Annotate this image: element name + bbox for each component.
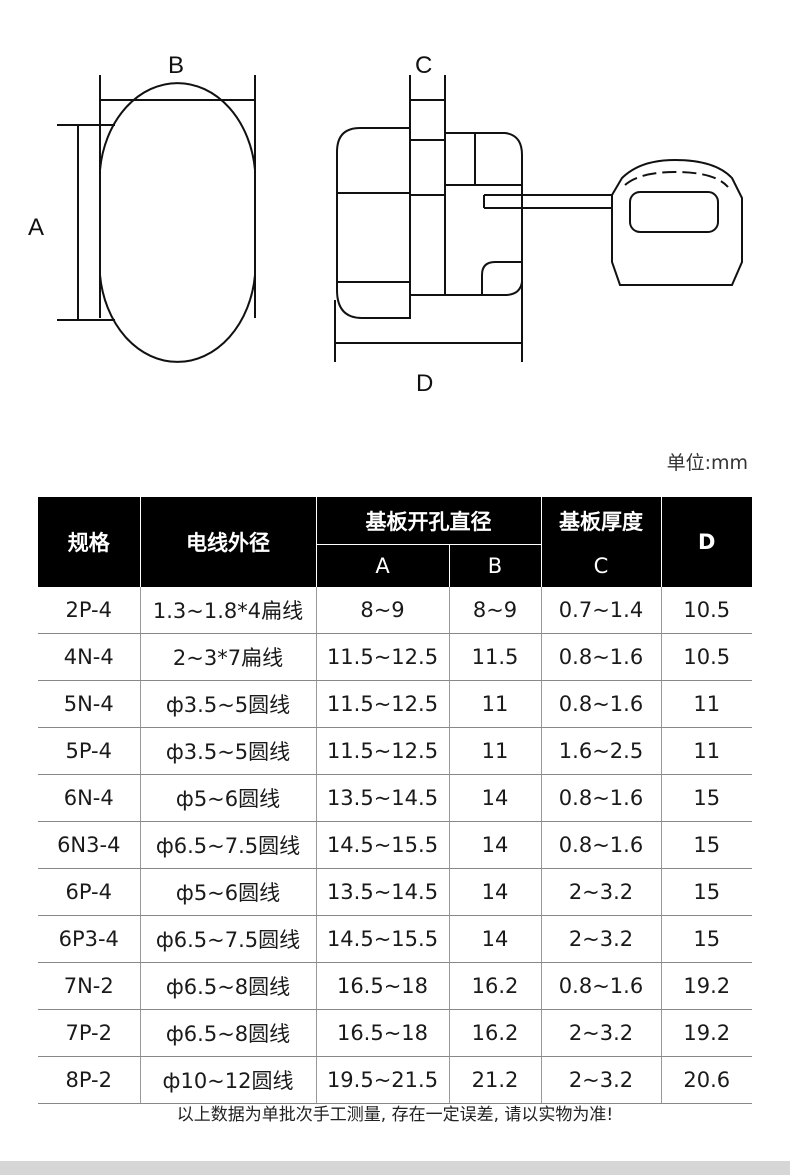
- header-thickness: 基板厚度: [540, 497, 661, 545]
- dimension-label-c: C: [415, 52, 433, 79]
- header-d: D: [660, 497, 752, 587]
- dimension-drawing: [57, 75, 743, 363]
- header-spec: 规格: [38, 497, 140, 587]
- table-cell: ф6.5~8圆线: [139, 962, 316, 1010]
- header-c: C: [540, 544, 661, 587]
- table-cell: 11.5: [448, 633, 541, 681]
- table-cell: 20.6: [660, 1056, 752, 1104]
- table-cell: 6N3-4: [38, 821, 140, 869]
- table-cell: 0.7~1.4: [540, 587, 661, 634]
- table-cell: ф6.5~7.5圆线: [139, 915, 316, 963]
- table-cell: 0.8~1.6: [540, 774, 661, 822]
- header-b: B: [448, 544, 541, 587]
- table-cell: ф5~6圆线: [139, 774, 316, 822]
- disclaimer-note: 以上数据为单批次手工测量, 存在一定误差, 请以实物为准!: [176, 1105, 614, 1125]
- header-hole-diameter: 基板开孔直径: [315, 497, 541, 545]
- table-cell: 11: [448, 680, 541, 728]
- table-cell: 19.2: [660, 1009, 752, 1057]
- table-cell: 5P-4: [38, 727, 140, 775]
- table-cell: 8P-2: [38, 1056, 140, 1104]
- table-cell: 2~3.2: [540, 915, 661, 963]
- table-cell: 0.8~1.6: [540, 633, 661, 681]
- table-cell: 4N-4: [38, 633, 140, 681]
- side-view: [334, 75, 743, 362]
- header-wire-od: 电线外径: [139, 497, 316, 587]
- table-cell: 11: [448, 727, 541, 775]
- table-cell: 10.5: [660, 633, 752, 681]
- table-cell: 7P-2: [38, 1009, 140, 1057]
- table-cell: 19.5~21.5: [315, 1056, 449, 1104]
- table-cell: 14: [448, 868, 541, 916]
- table-cell: 13.5~14.5: [315, 868, 449, 916]
- table-cell: 14: [448, 774, 541, 822]
- table-cell: ф6.5~7.5圆线: [139, 821, 316, 869]
- table-cell: 6P-4: [38, 868, 140, 916]
- table-cell: ф6.5~8圆线: [139, 1009, 316, 1057]
- table-cell: 15: [660, 821, 752, 869]
- table-cell: 14: [448, 915, 541, 963]
- unit-label: 单位:mm: [666, 452, 748, 474]
- table-cell: 16.2: [448, 962, 541, 1010]
- table-cell: 8~9: [448, 587, 541, 634]
- table-cell: 5N-4: [38, 680, 140, 728]
- table-cell: 2~3*7扁线: [139, 633, 316, 681]
- table-cell: 14.5~15.5: [315, 915, 449, 963]
- dimension-label-d: D: [416, 370, 434, 397]
- header-a: A: [315, 544, 449, 587]
- table-cell: 11.5~12.5: [315, 680, 449, 728]
- table-cell: ф3.5~5圆线: [139, 727, 316, 775]
- table-cell: 14.5~15.5: [315, 821, 449, 869]
- bottom-bar: [0, 1161, 790, 1175]
- table-cell: 8~9: [315, 587, 449, 634]
- table-cell: 16.2: [448, 1009, 541, 1057]
- table-cell: 2~3.2: [540, 1009, 661, 1057]
- table-cell: 1.3~1.8*4扁线: [139, 587, 316, 634]
- table-cell: 11.5~12.5: [315, 727, 449, 775]
- table-cell: 6P3-4: [38, 915, 140, 963]
- dimension-label-b: B: [168, 52, 185, 79]
- table-cell: 11.5~12.5: [315, 633, 449, 681]
- table-cell: 14: [448, 821, 541, 869]
- dimension-label-a: A: [28, 214, 45, 241]
- table-cell: 1.6~2.5: [540, 727, 661, 775]
- table-cell: 10.5: [660, 587, 752, 634]
- table-cell: 11: [660, 680, 752, 728]
- table-cell: ф5~6圆线: [139, 868, 316, 916]
- table-cell: 15: [660, 915, 752, 963]
- table-cell: 19.2: [660, 962, 752, 1010]
- table-cell: ф3.5~5圆线: [139, 680, 316, 728]
- table-cell: ф10~12圆线: [139, 1056, 316, 1104]
- table-cell: 11: [660, 727, 752, 775]
- table-cell: 6N-4: [38, 774, 140, 822]
- table-cell: 0.8~1.6: [540, 680, 661, 728]
- table-cell: 21.2: [448, 1056, 541, 1104]
- table-cell: 13.5~14.5: [315, 774, 449, 822]
- table-cell: 0.8~1.6: [540, 821, 661, 869]
- table-cell: 2~3.2: [540, 1056, 661, 1104]
- front-view: [57, 75, 256, 363]
- table-cell: 2P-4: [38, 587, 140, 634]
- table-cell: 16.5~18: [315, 962, 449, 1010]
- table-cell: 15: [660, 774, 752, 822]
- table-cell: 15: [660, 868, 752, 916]
- table-cell: 7N-2: [38, 962, 140, 1010]
- table-cell: 0.8~1.6: [540, 962, 661, 1010]
- table-cell: 2~3.2: [540, 868, 661, 916]
- table-cell: 16.5~18: [315, 1009, 449, 1057]
